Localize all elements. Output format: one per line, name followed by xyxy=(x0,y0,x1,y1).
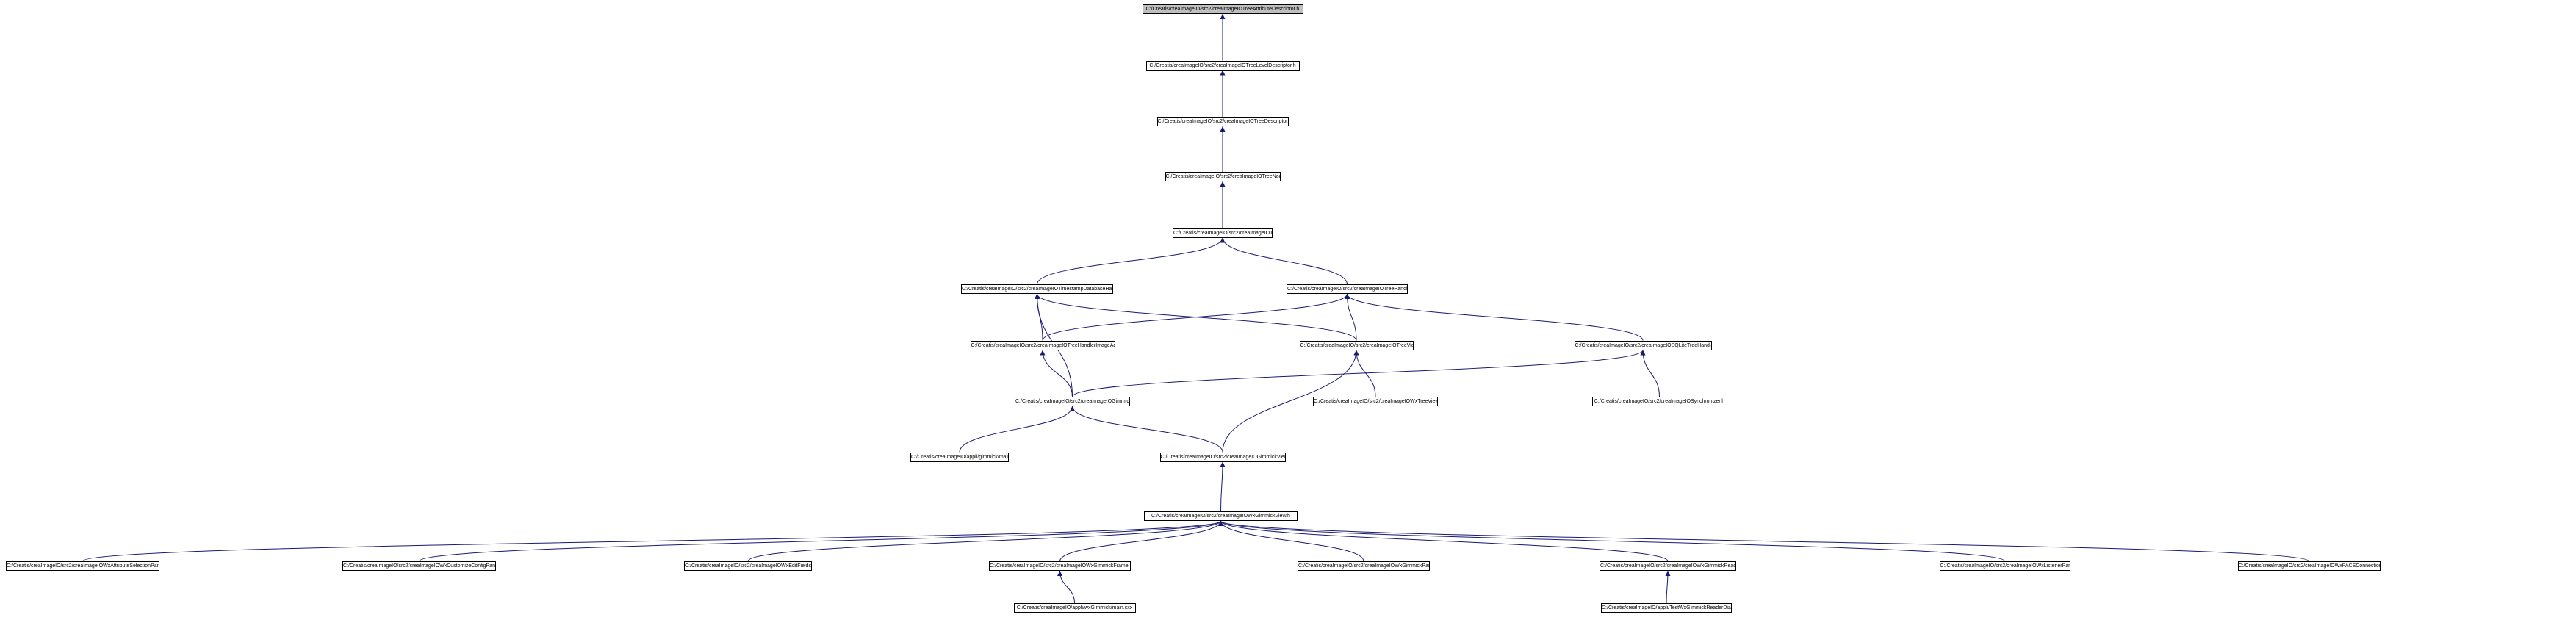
node-wxgimmick-main[interactable]: C:/Creatis/creaImageIO/appli/wxGimmick/m… xyxy=(1013,603,1136,613)
node-label: C:/Creatis/creaImageIO/src2/creaImageIOG… xyxy=(1015,399,1130,404)
node-level-descriptor[interactable]: C:/Creatis/creaImageIO/src2/creaImageIOT… xyxy=(1145,60,1300,71)
edge-sqlite-to-tree_handler xyxy=(1345,293,1644,341)
node-timestamp-database-handler[interactable]: C:/Creatis/creaImageIO/src2/creaImageIOT… xyxy=(961,284,1113,294)
node-tree-descriptor[interactable]: C:/Creatis/creaImageIO/src2/creaImageIOT… xyxy=(1156,117,1289,126)
node-label: C:/Creatis/creaImageIO/src2/creaImageIOT… xyxy=(1173,230,1273,236)
node-wx-gimmick-frame[interactable]: C:/Creatis/creaImageIO/src2/creaImageIOW… xyxy=(989,561,1131,571)
node-gimmick-view[interactable]: C:/Creatis/creaImageIO/src2/creaImageIOG… xyxy=(1159,452,1286,462)
edge-gimmick_panel-to-wx_gimmick_view xyxy=(1218,520,1364,562)
node-wx-edit-fields-panel[interactable]: C:/Creatis/creaImageIO/src2/creaImageIOW… xyxy=(684,561,812,571)
node-label: C:/Creatis/creaImageIO/src2/creaImageIOW… xyxy=(1298,563,1430,569)
node-label: C:/Creatis/creaImageIO/src2/creaImageIOT… xyxy=(1300,342,1414,348)
node-label: C:/Creatis/creaImageIO/src2/creaImageIOT… xyxy=(1157,119,1289,124)
edge-edit_fields_panel-to-wx_gimmick_view xyxy=(747,520,1223,562)
node-synchronizer[interactable]: C:/Creatis/creaImageIO/src2/creaImageIOS… xyxy=(1591,397,1727,406)
node-wx-attribute-selection-panel[interactable]: C:/Creatis/creaImageIO/src2/creaImageIOW… xyxy=(6,561,159,571)
edge-test_reader_main-to-reader_dialog xyxy=(1665,570,1671,604)
node-label: C:/Creatis/creaImageIO/src2/creaImageIOW… xyxy=(1600,563,1736,569)
edge-gimmick_view-to-tree_view xyxy=(1222,350,1359,453)
edge-wx_gimmick_view-to-gimmick_view xyxy=(1220,461,1226,512)
edge-listener_panel-to-wx_gimmick_view xyxy=(1218,520,2005,562)
edge-tree_handler-to-tree xyxy=(1220,237,1348,285)
edge-gimmick_main-to-gimmick xyxy=(959,406,1075,453)
node-tree-view[interactable]: C:/Creatis/creaImageIO/src2/creaImageIOT… xyxy=(1299,340,1414,350)
node-label: C:/Creatis/creaImageIO/src2/creaImageIOW… xyxy=(685,563,811,569)
node-label: C:/Creatis/creaImageIO/src2/creaImageIOW… xyxy=(343,563,496,569)
node-label: C:/Creatis/creaImageIO/src2/creaImageIOS… xyxy=(1594,399,1725,404)
edge-attr_sel_panel-to-wx_gimmick_view xyxy=(82,520,1223,562)
node-label: C:/Creatis/creaImageIO/src2/creaImageIOW… xyxy=(7,563,159,569)
node-label: C:/Creatis/creaImageIO/src2/creaImageIOT… xyxy=(962,287,1113,292)
edge-gimmick_view-to-gimmick xyxy=(1070,406,1223,453)
node-label: C:/Creatis/creaImageIO/src2/creaImageIOT… xyxy=(1165,174,1281,179)
node-tree[interactable]: C:/Creatis/creaImageIO/src2/creaImageIOT… xyxy=(1173,228,1273,238)
node-label: C:/Creatis/creaImageIO/src2/creaImageIOW… xyxy=(1151,514,1290,519)
node-wx-gimmick-view[interactable]: C:/Creatis/creaImageIO/src2/creaImageIOW… xyxy=(1144,511,1298,521)
node-label: C:/Creatis/creaImageIO/src2/creaImageIOW… xyxy=(1940,563,2070,569)
node-label: C:/Creatis/creaImageIO/appli/wxGimmick/m… xyxy=(1016,605,1133,610)
node-label: C:/Creatis/creaImageIO/src2/creaImageIOT… xyxy=(1149,62,1296,68)
node-tree-handler-image-adder[interactable]: C:/Creatis/creaImageIO/src2/creaImageIOT… xyxy=(970,340,1115,350)
node-sqlite-tree-handler[interactable]: C:/Creatis/creaImageIO/src2/creaImageIOS… xyxy=(1574,340,1712,350)
node-attribute-descriptor[interactable]: C:/Creatis/creaImageIO/src2/creaImageIOT… xyxy=(1142,4,1303,14)
node-wx-gimmick-panel[interactable]: C:/Creatis/creaImageIO/src2/creaImageIOW… xyxy=(1298,561,1430,571)
edge-gimmick-to-sqlite xyxy=(1072,350,1646,397)
node-label: C:/Creatis/creaImageIO/src2/creaImageIOT… xyxy=(1287,287,1408,292)
edge-synchronizer-to-sqlite xyxy=(1640,350,1660,397)
node-wx-gimmick-reader-dialog[interactable]: C:/Creatis/creaImageIO/src2/creaImageIOW… xyxy=(1600,561,1736,571)
node-label: C:/Creatis/creaImageIO/src2/creaImageIOW… xyxy=(1314,399,1438,404)
node-label: C:/Creatis/creaImageIO/src2/creaImageIOG… xyxy=(1160,454,1286,460)
node-test-reader-dialog-main[interactable]: C:/Creatis/creaImageIO/appli/TestWxGimmi… xyxy=(1601,603,1732,613)
edge-pacs_panel-to-wx_gimmick_view xyxy=(1218,520,2309,562)
node-tree-node[interactable]: C:/Creatis/creaImageIO/src2/creaImageIOT… xyxy=(1165,172,1281,181)
node-label: C:/Creatis/creaImageIO/appli/TestWxGimmi… xyxy=(1602,605,1731,610)
edge-img_adder-to-tree_handler xyxy=(1042,293,1350,341)
edge-tree_view-to-tree_handler xyxy=(1345,293,1357,341)
node-wx-listener-panel[interactable]: C:/Creatis/creaImageIO/src2/creaImageIOW… xyxy=(1939,561,2070,571)
node-wx-customize-config-panel[interactable]: C:/Creatis/creaImageIO/src2/creaImageIOW… xyxy=(342,561,496,571)
edge-reader_dialog-to-wx_gimmick_view xyxy=(1218,520,1669,562)
node-tree-handler[interactable]: C:/Creatis/creaImageIO/src2/creaImageIOT… xyxy=(1287,284,1408,294)
edge-gimmick-to-img_adder xyxy=(1040,350,1073,397)
node-gimmick[interactable]: C:/Creatis/creaImageIO/src2/creaImageIOG… xyxy=(1015,397,1130,406)
node-label: C:/Creatis/creaImageIO/appli/gimmick/mai… xyxy=(911,454,1009,460)
node-wx-pacs-connection-panel[interactable]: C:/Creatis/creaImageIO/src2/creaImageIOW… xyxy=(2237,561,2381,571)
node-gimmick-main[interactable]: C:/Creatis/creaImageIO/appli/gimmick/mai… xyxy=(910,452,1009,462)
node-label: C:/Creatis/creaImageIO/src2/creaImageIOT… xyxy=(1145,7,1300,12)
node-label: C:/Creatis/creaImageIO/src2/creaImageIOW… xyxy=(990,563,1131,569)
node-label: C:/Creatis/creaImageIO/src2/creaImageIOW… xyxy=(2238,563,2380,569)
edge-ts_db-to-tree xyxy=(1037,237,1226,285)
edge-wxgimmick_main-to-gimmick_frame xyxy=(1057,570,1075,604)
edge-cust_cfg_panel-to-wx_gimmick_view xyxy=(419,520,1223,562)
node-wx-tree-view[interactable]: C:/Creatis/creaImageIO/src2/creaImageIOW… xyxy=(1313,397,1438,406)
edge-gimmick_frame-to-wx_gimmick_view xyxy=(1059,520,1223,562)
node-label: C:/Creatis/creaImageIO/src2/creaImageIOS… xyxy=(1575,342,1712,348)
node-label: C:/Creatis/creaImageIO/src2/creaImageIOT… xyxy=(971,342,1115,348)
